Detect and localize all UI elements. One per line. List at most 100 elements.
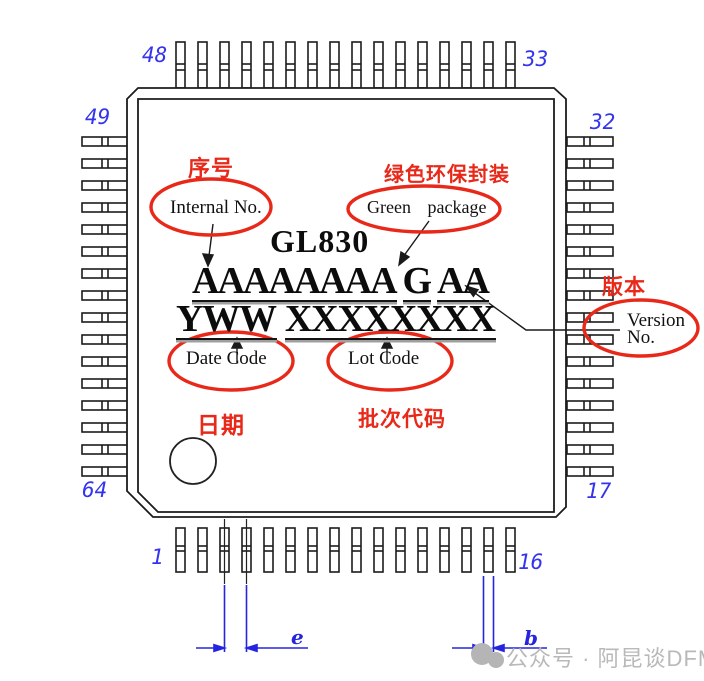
pin-lead: [439, 527, 450, 573]
pin-label-17: 17: [586, 479, 612, 503]
dimension-e: [196, 585, 308, 653]
pin-label-1: 1: [151, 545, 164, 569]
pin1-indicator-circle: [169, 437, 217, 485]
ellipse-green-package: [346, 184, 502, 234]
pin-lead: [307, 527, 318, 573]
pin-lead: [81, 136, 129, 147]
pin-lead: [81, 334, 129, 345]
version-no-label: Version No.: [627, 310, 686, 348]
pin-label-32: 32: [590, 110, 616, 134]
pin-lead: [197, 527, 208, 573]
date-cn-label: 日期: [197, 412, 245, 438]
pins-top: [175, 41, 516, 89]
dimension-e-label: e: [291, 625, 304, 649]
pin-lead: [219, 41, 230, 89]
version-no-line1: Version: [627, 310, 686, 331]
chip-body-top-face: [137, 98, 555, 513]
pin-lead: [351, 527, 362, 573]
ellipse-internal-no: [149, 177, 273, 237]
pin-label-48: 48: [142, 43, 168, 67]
green-package-label: Green package: [367, 197, 487, 217]
part-number-marking: GL830: [270, 223, 370, 259]
ellipse-lot-code: [326, 330, 454, 392]
pitch-extension-lines: [223, 519, 248, 584]
marking-version-field: AA: [437, 260, 490, 302]
pin-label-16: 16: [518, 550, 544, 574]
pin-lead: [263, 41, 274, 89]
pin-lead: [175, 527, 186, 573]
green-package-cn-label: 绿色环保封装: [384, 164, 510, 186]
pin-label-49: 49: [85, 105, 111, 129]
pin-lead: [439, 41, 450, 89]
pin-lead: [81, 400, 129, 411]
ellipse-version-no: [582, 298, 700, 358]
pin-lead: [307, 41, 318, 89]
pin-lead: [417, 41, 428, 89]
pin-lead: [81, 268, 129, 279]
leader-arrows: [201, 220, 620, 363]
pin-lead: [263, 527, 274, 573]
pins-left: [81, 136, 129, 477]
pin-lead: [197, 41, 208, 89]
pin-lead: [81, 158, 129, 169]
marking-date-code-field: YWW: [176, 298, 277, 340]
pin-lead: [505, 41, 516, 89]
pin-lead: [81, 422, 129, 433]
lot-code-cn-label: 批次代码: [358, 408, 446, 431]
serial-no-cn-label: 序号: [188, 156, 235, 181]
pin-lead: [505, 527, 516, 573]
pin-lead: [483, 527, 494, 573]
pin-label-33: 33: [523, 47, 549, 71]
watermark-text: 公众号 · 阿昆谈DFM: [506, 646, 704, 671]
date-code-label: Date Code: [186, 348, 267, 369]
pin-lead: [81, 356, 129, 367]
pin-lead: [81, 202, 129, 213]
pin-lead: [81, 224, 129, 235]
pin-lead: [329, 41, 340, 89]
arrowhead: [213, 643, 228, 653]
pin-lead: [461, 41, 472, 89]
pin-lead: [81, 246, 129, 257]
arrowhead-date-code: [230, 336, 244, 349]
pin-lead: [81, 466, 129, 477]
arrowhead: [243, 643, 258, 653]
dimension-b-label: b: [524, 626, 538, 650]
arrowhead: [490, 643, 505, 653]
pin-lead: [395, 41, 406, 89]
version-no-line2: No.: [627, 327, 655, 348]
lot-code-label: Lot Code: [348, 348, 420, 369]
pin-lead: [351, 41, 362, 89]
pin-lead: [81, 378, 129, 389]
arrowhead-green-package: [398, 250, 411, 267]
marking-lot-code-field: XXXXXXXX: [284, 298, 496, 340]
marking-green-field: G: [402, 260, 432, 302]
internal-no-label: Internal No.: [170, 197, 262, 218]
pin-lead: [81, 180, 129, 191]
pin-label-64: 64: [82, 478, 108, 502]
marking-internal-no-field: AAAAAAAA: [192, 260, 398, 302]
pin-lead: [483, 41, 494, 89]
arrowhead-version-no: [464, 284, 480, 298]
pin-lead: [373, 41, 384, 89]
pin-lead: [329, 527, 340, 573]
pin-lead: [241, 41, 252, 89]
arrowhead-internal-no: [201, 253, 215, 268]
ellipse-date-code: [167, 330, 295, 392]
pin-lead: [81, 290, 129, 301]
pin-lead: [285, 41, 296, 89]
pin-lead: [461, 527, 472, 573]
pin-lead: [417, 527, 428, 573]
pin-lead: [373, 527, 384, 573]
chip-body: [126, 87, 567, 518]
watermark-logo-icon: [471, 643, 504, 668]
callout-ellipses: [149, 177, 700, 392]
pin-lead: [395, 527, 406, 573]
pin-lead: [175, 41, 186, 89]
pins-bottom: [175, 527, 516, 573]
arrowhead-lot-code: [380, 336, 394, 349]
version-cn-label: 版本: [602, 276, 646, 299]
